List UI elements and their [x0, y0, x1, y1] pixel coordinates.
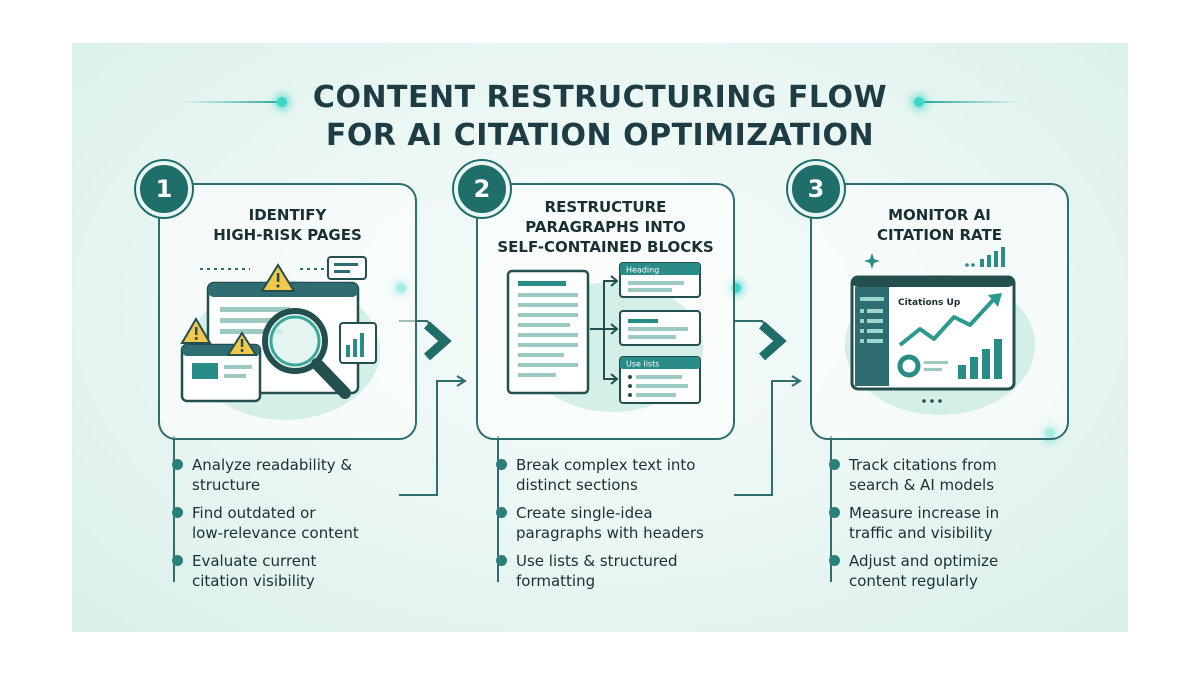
bullet-dot-icon [172, 459, 183, 470]
bullet-dot-icon [829, 459, 840, 470]
bullet-item: Create single-idea paragraphs with heade… [494, 503, 724, 543]
page-title: CONTENT RESTRUCTURING FLOW FOR AI CITATI… [72, 79, 1128, 155]
step-card-2: 2 RESTRUCTURE PARAGRAPHS INTO SELF-CONTA… [454, 161, 735, 440]
bullet-item: Evaluate current citation visibility [170, 551, 400, 591]
title-deco-line-right [924, 101, 1022, 103]
bullet-dot-icon [496, 459, 507, 470]
step-title-1: IDENTIFY HIGH-RISK PAGES [213, 206, 362, 244]
bullet-item: Adjust and optimize content regularly [827, 551, 1057, 591]
title-line-2: FOR AI CITATION OPTIMIZATION [325, 118, 875, 153]
step-card-1: 1 IDENTIFY HIGH-RISK PAGES [136, 161, 417, 440]
bullet-item: Analyze readability & structure [170, 455, 400, 495]
title-glow-dot-left [277, 97, 287, 107]
step-1-bullets: Analyze readability & structure Find out… [170, 455, 400, 599]
bullet-dot-icon [496, 555, 507, 566]
flow-return-line-1-2 [399, 375, 467, 496]
bullet-dot-icon [829, 507, 840, 518]
citations-up-label: Citations Up [898, 298, 961, 308]
flow-return-line-2-3 [734, 375, 802, 496]
step-card-3: 3 MONITOR AI CITATION RATE Citations Up [788, 161, 1069, 440]
magnifier-warning-icon [180, 256, 380, 420]
bullet-item: Use lists & structured formatting [494, 551, 724, 591]
bullet-dot-icon [496, 507, 507, 518]
step-3-bullets: Track citations from search & AI models … [827, 455, 1057, 599]
bullet-item: Break complex text into distinct section… [494, 455, 724, 495]
bullet-dot-icon [172, 555, 183, 566]
step-title-2: RESTRUCTURE PARAGRAPHS INTO SELF-CONTAIN… [497, 198, 714, 256]
dashboard-chart-icon: Citations Up [845, 247, 1035, 415]
bullet-item: Track citations from search & AI models [827, 455, 1057, 495]
title-deco-line-left [182, 101, 280, 103]
step-number-badge-2: 2 [454, 161, 510, 217]
title-line-1: CONTENT RESTRUCTURING FLOW [312, 80, 888, 115]
title-glow-dot-right [914, 97, 924, 107]
bullet-dot-icon [829, 555, 840, 566]
heading-label: Heading [626, 266, 659, 275]
document-blocks-icon: Heading Use lists [506, 262, 703, 412]
flow-glow-dot-2 [731, 283, 741, 293]
step-title-3: MONITOR AI CITATION RATE [877, 206, 1002, 244]
flow-arrow-2-3 [734, 320, 787, 361]
step-number-badge-1: 1 [136, 161, 192, 217]
infographic-canvas: CONTENT RESTRUCTURING FLOW FOR AI CITATI… [72, 43, 1128, 632]
step-number-badge-3: 3 [788, 161, 844, 217]
bullet-item: Measure increase in traffic and visibili… [827, 503, 1057, 543]
bullet-dot-icon [172, 507, 183, 518]
bullet-item: Find outdated or low-relevance content [170, 503, 400, 543]
use-lists-label: Use lists [626, 360, 659, 369]
step-2-bullets: Break complex text into distinct section… [494, 455, 724, 599]
